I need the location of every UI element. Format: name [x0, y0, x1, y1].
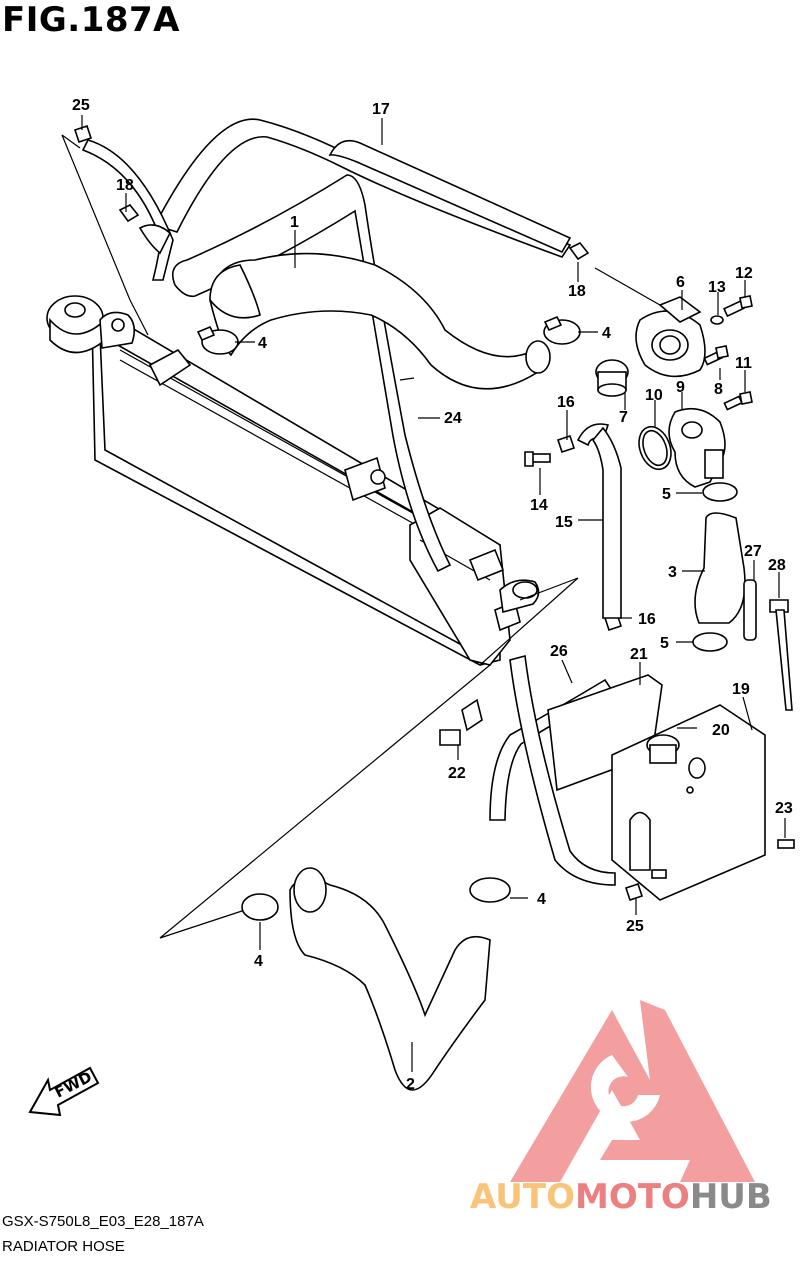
thermostat-7 [595, 359, 629, 397]
part-label-24: 24 [444, 410, 462, 427]
watermark-logo [510, 1000, 755, 1182]
part-label-5a: 5 [662, 486, 671, 503]
fwd-arrow: FWD [28, 1066, 100, 1117]
part-label-11: 11 [735, 355, 752, 372]
clamp-4d [241, 893, 279, 921]
part-label-9: 9 [676, 379, 685, 396]
part-label-25a: 25 [72, 97, 90, 114]
part-label-8: 8 [714, 381, 723, 398]
reservoir-cap-20 [646, 734, 680, 764]
hose-1 [209, 252, 551, 390]
hose-25 [81, 139, 174, 281]
diagram-caption: RADIATOR HOSE [2, 1238, 125, 1255]
clip-25b [624, 882, 644, 902]
hose-17 [153, 118, 572, 258]
band-27 [743, 579, 757, 641]
part-label-1: 1 [290, 214, 299, 231]
clip-16a [556, 434, 576, 454]
part-label-2: 2 [406, 1076, 415, 1093]
clip-18b [568, 241, 590, 261]
clamp-22 [439, 698, 483, 746]
hose-15 [576, 423, 622, 619]
part-label-23: 23 [775, 800, 793, 817]
part-label-20: 20 [712, 722, 730, 739]
part-label-17: 17 [372, 101, 390, 118]
thermostat-cover-6 [635, 296, 706, 378]
bolt-12 [722, 295, 753, 318]
clamp-4a [196, 325, 239, 355]
part-label-26: 26 [550, 643, 568, 660]
clamp-4c [469, 877, 511, 903]
part-label-3: 3 [668, 564, 677, 581]
part-label-10: 10 [645, 387, 663, 404]
part-label-16b: 16 [638, 611, 656, 628]
part-label-22: 22 [448, 765, 466, 782]
part-label-25b: 25 [626, 918, 644, 935]
clamp-5b [692, 632, 728, 652]
part-label-5b: 5 [660, 635, 669, 652]
hose-25b [509, 654, 616, 886]
clamp-5a [702, 482, 738, 502]
part-label-12: 12 [735, 265, 753, 282]
part-label-4b: 4 [602, 325, 611, 342]
part-label-14: 14 [530, 497, 548, 514]
thermostat-housing-9 [668, 407, 726, 488]
washer-13 [710, 315, 724, 325]
radiator-cap [46, 295, 106, 354]
part-label-21: 21 [630, 646, 648, 663]
part-label-6: 6 [676, 274, 685, 291]
part-label-18b: 18 [568, 283, 586, 300]
bolt-14 [524, 451, 551, 467]
hose-3 [694, 512, 746, 624]
bolt-8 [703, 345, 729, 366]
part-label-4c: 4 [537, 891, 546, 908]
part-labels: 25 17 18 1 4 4 18 6 13 12 11 8 9 10 7 16… [72, 97, 793, 1093]
clip-18a [118, 203, 140, 223]
figure-title: FIG.187A [2, 0, 180, 40]
tie-28 [769, 599, 793, 711]
diagram-code: GSX-S750L8_E03_E28_187A [2, 1213, 204, 1230]
part-label-4a: 4 [258, 335, 267, 352]
part-label-7: 7 [619, 409, 628, 426]
part-label-28: 28 [768, 557, 786, 574]
part-label-4d: 4 [254, 953, 263, 970]
clip-25a [73, 124, 93, 144]
hose-2 [289, 867, 491, 1091]
part-label-15: 15 [555, 514, 573, 531]
watermark-part1: AUTO [470, 1177, 575, 1217]
part-label-13: 13 [708, 279, 726, 296]
part-label-19: 19 [732, 681, 750, 698]
part-label-16a: 16 [557, 394, 575, 411]
callout-lines [81, 115, 786, 1072]
radiator [46, 295, 579, 666]
watermark-part3: HUB [689, 1177, 772, 1217]
part-label-27: 27 [744, 543, 762, 560]
clamp-4b [543, 315, 581, 345]
watermark-part2: MOTO [574, 1177, 690, 1217]
part-label-18a: 18 [116, 177, 134, 194]
o-ring-10 [638, 425, 672, 471]
bolt-23 [777, 839, 795, 849]
bolt-11 [723, 391, 753, 411]
watermark-text: AUTOMOTOHUB [470, 1177, 772, 1217]
